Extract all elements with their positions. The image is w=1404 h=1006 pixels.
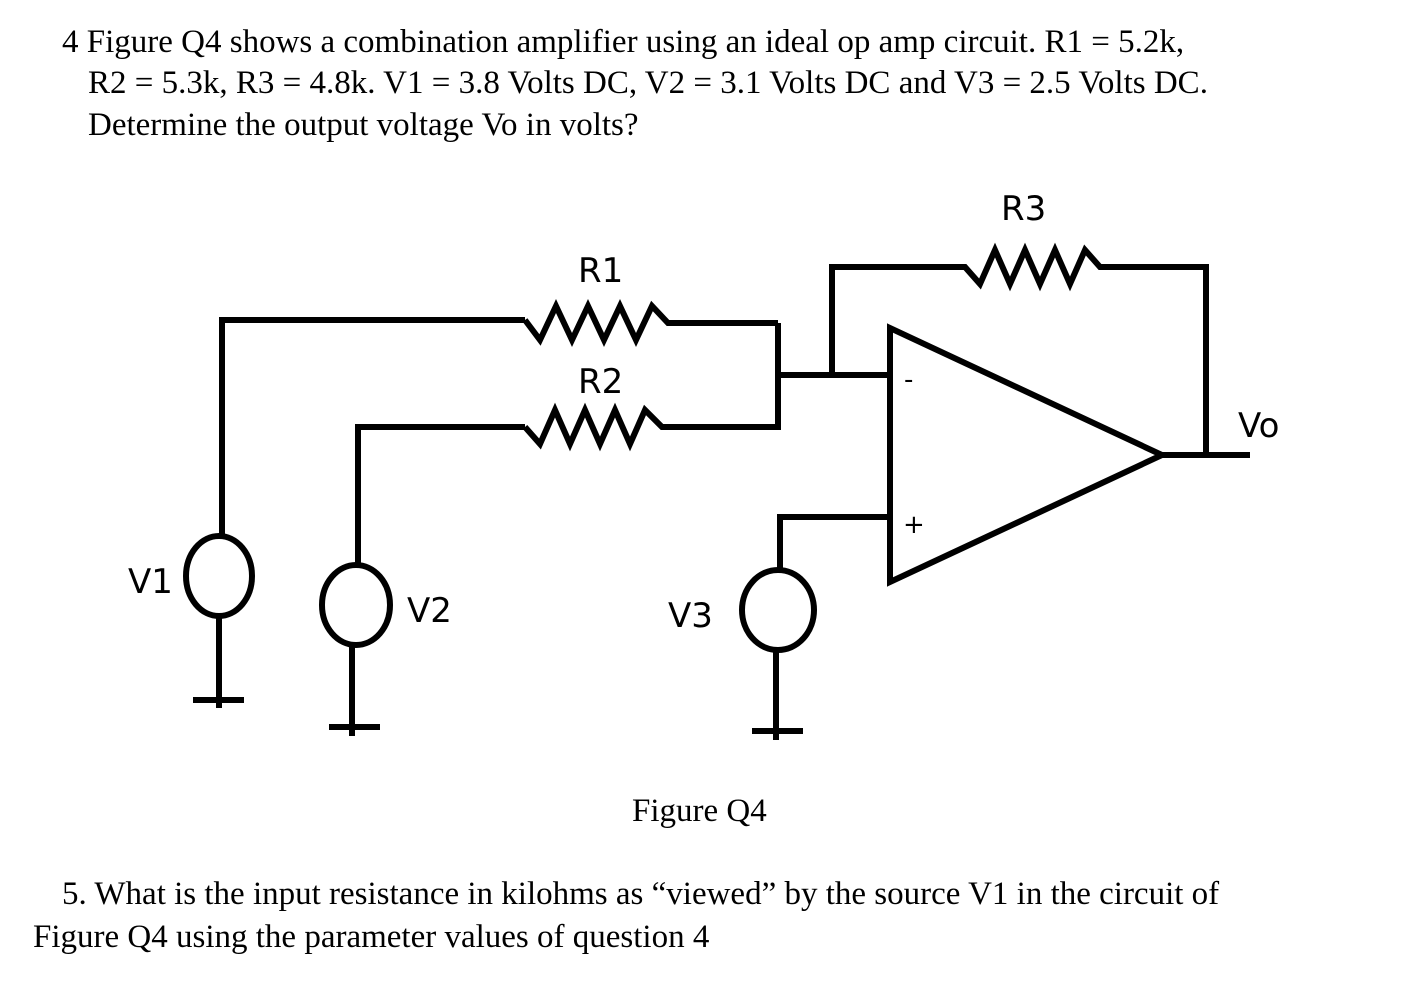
r3-label: R3 xyxy=(1001,189,1046,229)
r1-resistor-icon xyxy=(522,298,778,348)
noninverting-input-label: + xyxy=(903,510,925,540)
question5-line1: 5. What is the input resistance in kiloh… xyxy=(62,876,1220,912)
v2-branch xyxy=(319,424,525,736)
figure-caption: Figure Q4 xyxy=(632,793,767,829)
v1-label: V1 xyxy=(128,562,173,602)
r1-label: R1 xyxy=(578,251,623,291)
question4-line2: R2 = 5.3k, R3 = 4.8k. V1 = 3.8 Volts DC,… xyxy=(88,65,1208,101)
v3-branch xyxy=(739,514,890,740)
r2-label: R2 xyxy=(578,362,623,402)
inverting-input-label: - xyxy=(904,365,913,395)
r2-resistor-icon xyxy=(522,323,781,452)
v2-label: V2 xyxy=(407,591,452,631)
v1-source-icon xyxy=(183,533,255,619)
question4-line1: 4 Figure Q4 shows a combination amplifie… xyxy=(62,24,1185,60)
v3-label: V3 xyxy=(668,596,713,636)
v3-source-icon xyxy=(739,567,817,653)
r3-resistor-icon xyxy=(829,242,1209,455)
v2-source-icon xyxy=(319,562,393,648)
vo-label: Vo xyxy=(1238,406,1279,446)
op-amp-icon xyxy=(887,323,1170,587)
question4-line3: Determine the output voltage Vo in volts… xyxy=(88,107,639,143)
question5-line2: Figure Q4 using the parameter values of … xyxy=(33,919,710,955)
v1-branch xyxy=(183,317,525,708)
